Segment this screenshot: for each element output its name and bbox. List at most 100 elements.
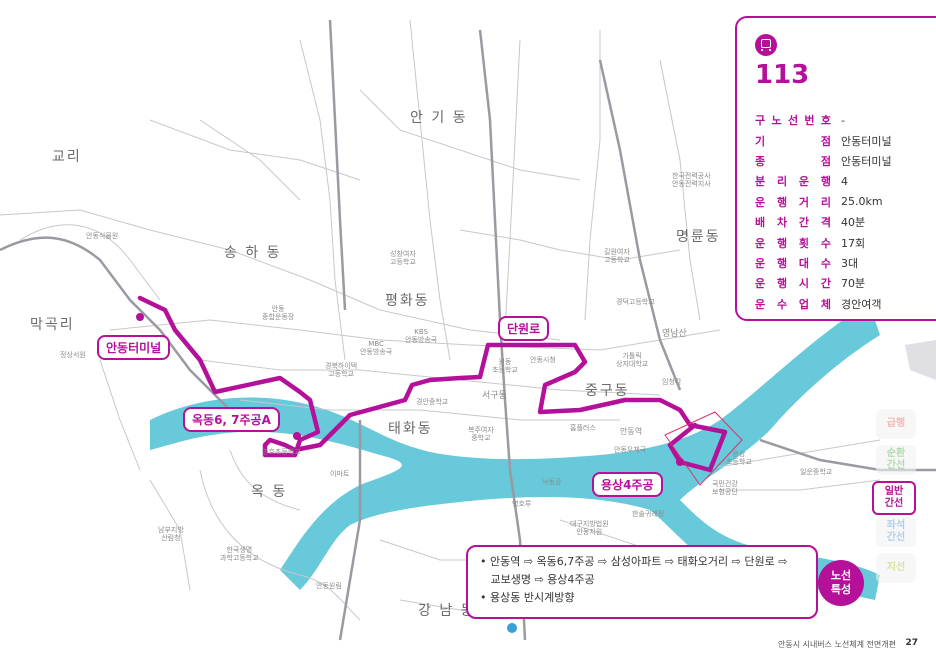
river (150, 305, 880, 600)
route-badge-line: 노선 (830, 569, 852, 582)
poi-label: 영남산 (662, 329, 687, 339)
route-info-value: 안동터미널 (841, 154, 892, 168)
area-label-songha: 송 하 동 (224, 245, 282, 261)
route-number: 113 (755, 60, 810, 90)
poi-label: 가톨릭 상지대학교 (616, 352, 649, 368)
stop-dot-yongsang (676, 458, 684, 466)
route-113-line (137, 295, 728, 473)
route-info-value: 17회 (841, 236, 866, 250)
poi-label: 정상서원 (60, 351, 86, 359)
route-info-value: 3대 (841, 256, 859, 270)
area-label-angi: 안 기 동 (410, 110, 468, 126)
stop-dot-terminal (136, 313, 144, 321)
route-description-box: • 안동역 ⇨ 옥동6,7주공 ⇨ 삼성아파트 ⇨ 태화오거리 ⇨ 단원로 ⇨ … (466, 545, 818, 619)
route-description-line: • 용상동 반시계방향 (480, 591, 575, 604)
poi-label: 안동시청 (530, 356, 556, 364)
poi-label: 국민건강 보험공단 (712, 480, 738, 496)
bus-icon (755, 34, 777, 56)
poi-label: 복주여자 중학교 (468, 426, 494, 442)
route-info-value: 40분 (841, 216, 866, 230)
route-info-value: - (841, 113, 845, 127)
poi-label: 경북하이텍 고등학교 (325, 362, 358, 378)
poi-label: 안동역 (620, 427, 643, 436)
poi-label: 한국생명 과학고등학교 (220, 546, 259, 562)
poi-label: 서구동 (482, 391, 507, 401)
poi-label: 대구지방법원 안동지원 (570, 520, 609, 536)
area-label-makgok: 막곡리 (30, 317, 75, 333)
legend-item: 급행 (876, 409, 916, 439)
route-description-line: 교보생명 ⇨ 용상4주공 (480, 573, 595, 586)
route-info-value: 25.0km (841, 195, 883, 209)
footer-text: 안동시 시내버스 노선체계 전면개편 (777, 640, 896, 649)
area-label-taehwa: 태화동 (388, 421, 433, 437)
route-info-value: 70분 (841, 277, 866, 291)
poi-label: 한솔귀래정 (632, 510, 665, 518)
highway (0, 19, 936, 641)
area-label-okdong: 옥 동 (251, 484, 288, 500)
poi-label: 용상 초등학교 (726, 450, 752, 466)
stop-dot-okdong (293, 432, 301, 440)
area-label-junggu: 중구동 (585, 383, 630, 399)
route-info-value: 4 (841, 174, 848, 188)
route-feature-badge: 노선 특성 (818, 560, 864, 606)
poi-label: 이마트 (330, 470, 350, 478)
page-number: 27 (905, 638, 918, 648)
poi-label: 길원여자 고등학교 (604, 248, 630, 264)
legend-item: 지선 (876, 553, 916, 583)
route-badge-line: 특성 (830, 583, 852, 596)
route-marker-icon (507, 623, 517, 633)
area-label-gangnam: 강 남 동 (418, 603, 476, 619)
stop-label-terminal[interactable]: 안동터미널 (97, 335, 171, 360)
poi-label: 성창여자 고등학교 (390, 250, 416, 266)
poi-label: 영호초등학교 (262, 448, 301, 456)
poi-label: KBS 안동방송국 (405, 328, 438, 344)
poi-label: 남부지방 산림청 (158, 526, 184, 542)
route-info-value: 안동터미널 (841, 134, 892, 148)
route-info-value: 경안여객 (841, 297, 882, 311)
poi-label: 안동원림 (316, 582, 342, 590)
legend-item: 일반 간선 (872, 481, 916, 515)
poi-label: 경안중학교 (416, 398, 449, 406)
stop-label-danwonro[interactable]: 단원로 (498, 316, 550, 341)
poi-label: 한국전력공사 안동전력지사 (672, 172, 711, 188)
stop-label-yongsang[interactable]: 용상4주공 (592, 472, 663, 497)
poi-label: 원동 초등학교 (492, 358, 518, 374)
poi-label: 안동 종합운동장 (262, 305, 295, 321)
poi-label: 영호루 (512, 500, 532, 508)
yongsang-loop-arrow-frame (664, 411, 743, 486)
poi-label: 임청각 (662, 378, 682, 386)
route-description-line: • 안동역 ⇨ 옥동6,7주공 ⇨ 삼성아파트 ⇨ 태화오거리 ⇨ 단원로 ⇨ (480, 555, 788, 568)
legend-item: 좌석 간선 (876, 517, 916, 547)
area-label-myeongryun: 명륜동 (676, 229, 721, 245)
stop-label-okdong[interactable]: 옥동6, 7주공A (183, 407, 280, 432)
poi-label: 홈플러스 (570, 424, 596, 432)
poi-label: 일운중학교 (800, 468, 833, 476)
poi-label: 낙동강 (542, 478, 562, 486)
poi-label: 경덕고등학교 (616, 298, 655, 306)
legend-item: 순환 간선 (876, 445, 916, 475)
poi-label: 안동우체국 (614, 446, 647, 454)
area-label-pyeonghwa: 평화동 (385, 293, 430, 309)
